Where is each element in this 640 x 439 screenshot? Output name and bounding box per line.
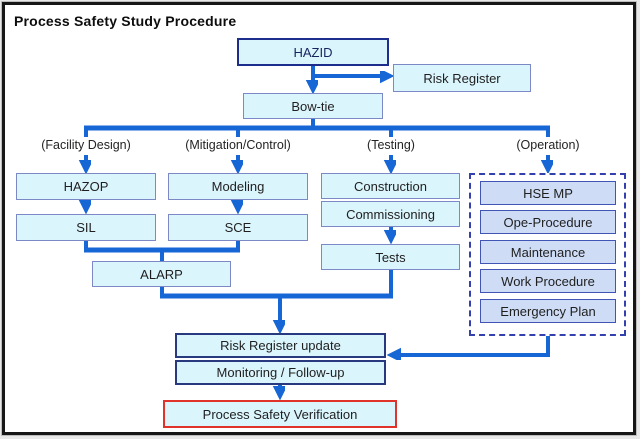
node-maintenance: Maintenance	[480, 240, 616, 264]
line-distribution-stubs	[84, 129, 550, 137]
node-construction-label: Construction	[354, 178, 427, 194]
node-process-safety-verification: Process Safety Verification	[163, 400, 397, 428]
node-risk-register-update: Risk Register update	[175, 333, 386, 358]
node-commissioning-label: Commissioning	[346, 206, 435, 222]
node-ope-procedure-label: Ope-Procedure	[503, 214, 593, 230]
node-hazop: HAZOP	[16, 173, 156, 200]
line-sil-sce-merge	[84, 240, 240, 248]
node-sil-label: SIL	[76, 220, 96, 235]
node-work-procedure-label: Work Procedure	[501, 273, 595, 289]
node-hse-mp: HSE MP	[480, 181, 616, 205]
node-bowtie: Bow-tie	[243, 93, 383, 119]
node-bowtie-label: Bow-tie	[291, 98, 335, 114]
diagram-title: Process Safety Study Procedure	[14, 13, 237, 29]
node-process-safety-verification-label: Process Safety Verification	[202, 406, 358, 422]
branch-label-mitigation-control: (Mitigation/Control)	[185, 138, 291, 152]
node-monitoring-follow-up: Monitoring / Follow-up	[175, 360, 386, 385]
node-work-procedure: Work Procedure	[480, 269, 616, 293]
node-tests-label: Tests	[375, 249, 406, 265]
node-modeling: Modeling	[168, 173, 308, 200]
node-risk-register: Risk Register	[393, 64, 531, 92]
node-construction: Construction	[321, 173, 460, 199]
arrow-operation-to-update	[392, 336, 550, 355]
node-monitoring-follow-up-label: Monitoring / Follow-up	[216, 365, 345, 380]
node-hazop-label: HAZOP	[63, 179, 109, 194]
node-modeling-label: Modeling	[211, 179, 265, 194]
node-maintenance-label: Maintenance	[510, 244, 586, 260]
node-risk-register-label: Risk Register	[423, 70, 501, 86]
branch-label-operation: (Operation)	[516, 138, 580, 152]
node-alarp-label: ALARP	[140, 266, 183, 282]
node-emergency-plan: Emergency Plan	[480, 299, 616, 323]
branch-label-testing: (Testing)	[367, 138, 415, 152]
node-sil: SIL	[16, 214, 156, 241]
node-alarp: ALARP	[92, 261, 231, 287]
node-hse-mp-label: HSE MP	[523, 185, 573, 201]
node-tests: Tests	[321, 244, 460, 270]
operation-group-container: HSE MP Ope-Procedure Maintenance Work Pr…	[469, 173, 626, 336]
node-risk-register-update-label: Risk Register update	[220, 338, 341, 353]
branch-label-facility-design: (Facility Design)	[41, 138, 131, 152]
node-emergency-plan-label: Emergency Plan	[500, 303, 596, 319]
node-ope-procedure: Ope-Procedure	[480, 210, 616, 234]
node-sce: SCE	[168, 214, 308, 241]
node-hazid: HAZID	[237, 38, 389, 66]
node-commissioning: Commissioning	[321, 201, 460, 227]
node-sce-label: SCE	[224, 220, 252, 235]
node-hazid-label: HAZID	[293, 44, 333, 60]
